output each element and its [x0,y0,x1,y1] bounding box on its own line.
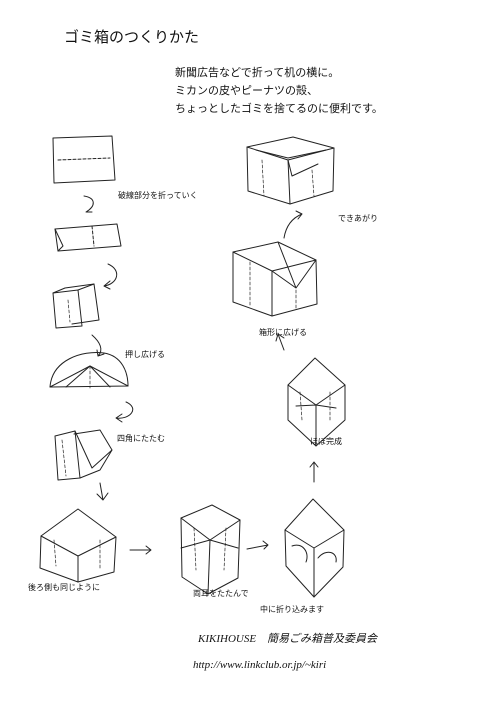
step-label-open-box: 箱形に広げる [259,328,307,337]
intro-line-1: 新聞広告などで折って机の横に。 [175,66,340,79]
step6-back [39,508,117,583]
footer-url-link[interactable]: http://www.linkclub.or.jp/~kiri [193,659,327,671]
arrow-10 [283,210,303,239]
step-label-done: できあがり [338,214,378,223]
step10-open [232,241,318,317]
arrow-8 [309,461,319,483]
step-label-almost-done: ほぼ完成 [310,437,342,446]
step-label-fold-square: 四角にたたむ [117,434,165,443]
arrow-1 [83,195,94,213]
page-title: ゴミ箱のつくりかた [64,28,200,46]
step-label-push-spread: 押し広げる [125,350,165,359]
step-label-back-same: 後ろ側も同じように [28,583,100,592]
step-label-tuck-in: 中に折り込みます [260,605,324,614]
arrow-7 [246,540,269,550]
arrow-3 [91,334,105,357]
step-label-fold-ears: 両耳をたたんで [193,589,249,598]
step8-tuck [284,498,345,598]
step4-spread [49,351,129,389]
step2-strip [54,223,122,252]
arrow-2 [103,263,118,290]
intro-line-2: ミカンの皮やピーナツの殻、 [175,84,318,97]
step7-ears [180,504,241,595]
step3-tube [52,283,100,329]
step5-square [54,429,113,481]
arrow-5 [96,482,109,501]
step11-done [246,136,335,205]
intro-line-3: ちょっとしたゴミを捨てるのに便利です。 [175,102,383,115]
arrow-6 [129,545,152,555]
footer-credit: KIKIHOUSE 簡易ごみ箱普及委員会 [198,633,378,645]
step1-sheet [52,135,116,184]
arrow-9 [275,333,285,351]
step9-almost [287,357,346,447]
step-label-fold-dashed: 破線部分を折っていく [118,191,198,200]
arrow-4 [115,401,134,423]
